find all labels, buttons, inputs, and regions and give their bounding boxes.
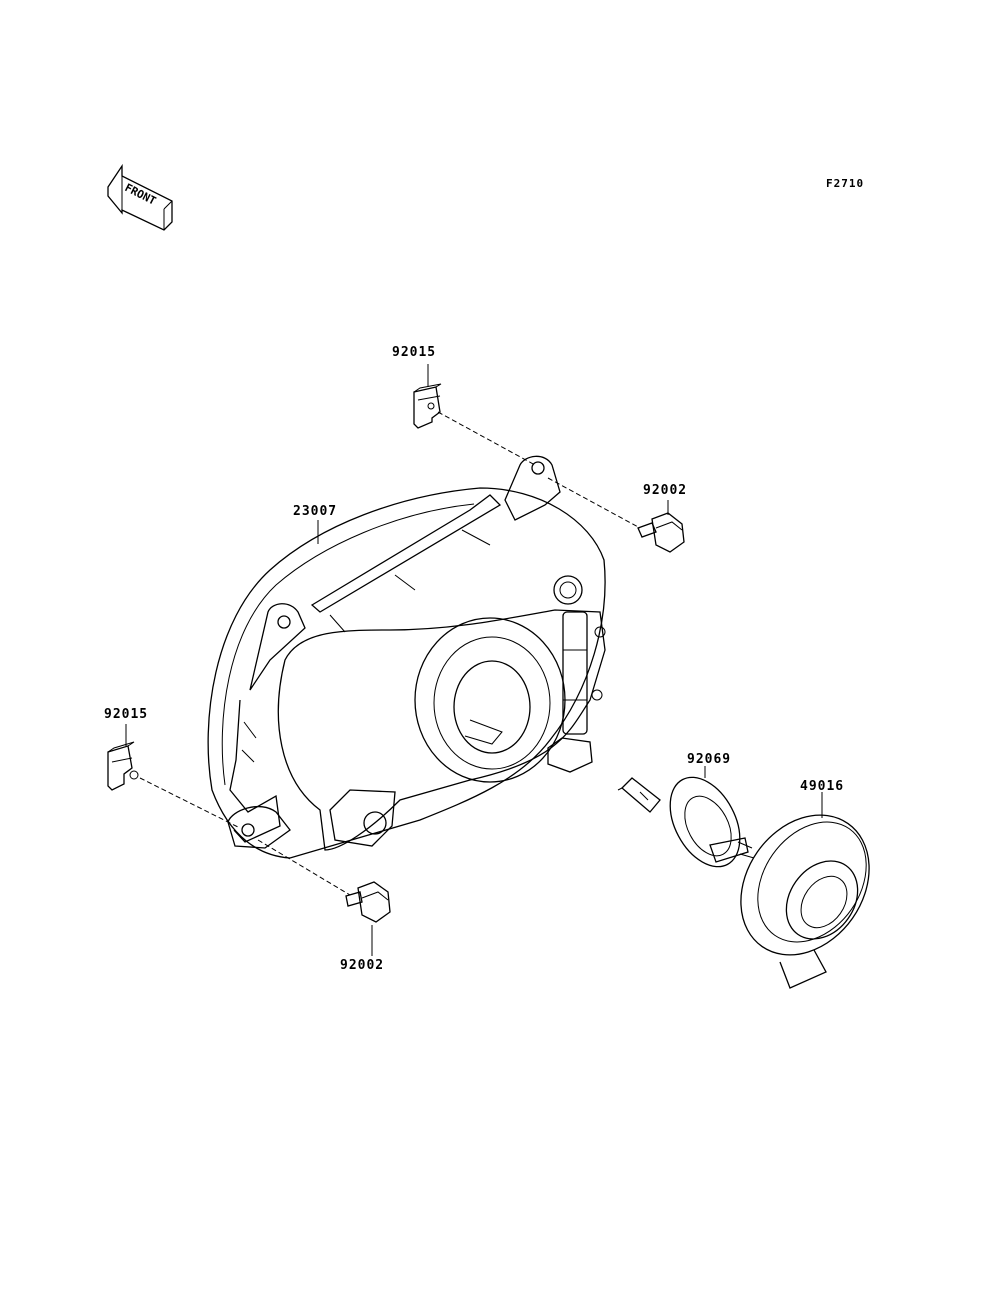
part-label-92002-top: 92002: [643, 483, 688, 498]
part-label-92015-left: 92015: [104, 707, 149, 722]
headlight-bulb: [617, 776, 755, 868]
clip-nut-left: [107, 741, 139, 791]
bolt-bottom: [345, 881, 391, 923]
front-arrow-icon: FRONT: [107, 163, 173, 231]
assembly-line-top-clip: [437, 411, 536, 466]
assembly-line-bottom-bolt: [257, 839, 351, 896]
dust-cover: [740, 814, 870, 989]
part-label-92069: 92069: [687, 752, 732, 767]
part-label-49016: 49016: [800, 779, 845, 794]
part-label-92002-bottom: 92002: [340, 958, 385, 973]
clip-nut-top: [413, 383, 442, 429]
assembly-line-top-bolt: [547, 477, 641, 529]
headlight-housing: [207, 455, 606, 859]
part-label-92015-top: 92015: [392, 345, 437, 360]
bolt-top: [637, 512, 685, 553]
part-label-23007: 23007: [293, 504, 338, 519]
assembly-line-left-clip: [139, 777, 241, 829]
figure-code: F2710: [826, 177, 865, 190]
